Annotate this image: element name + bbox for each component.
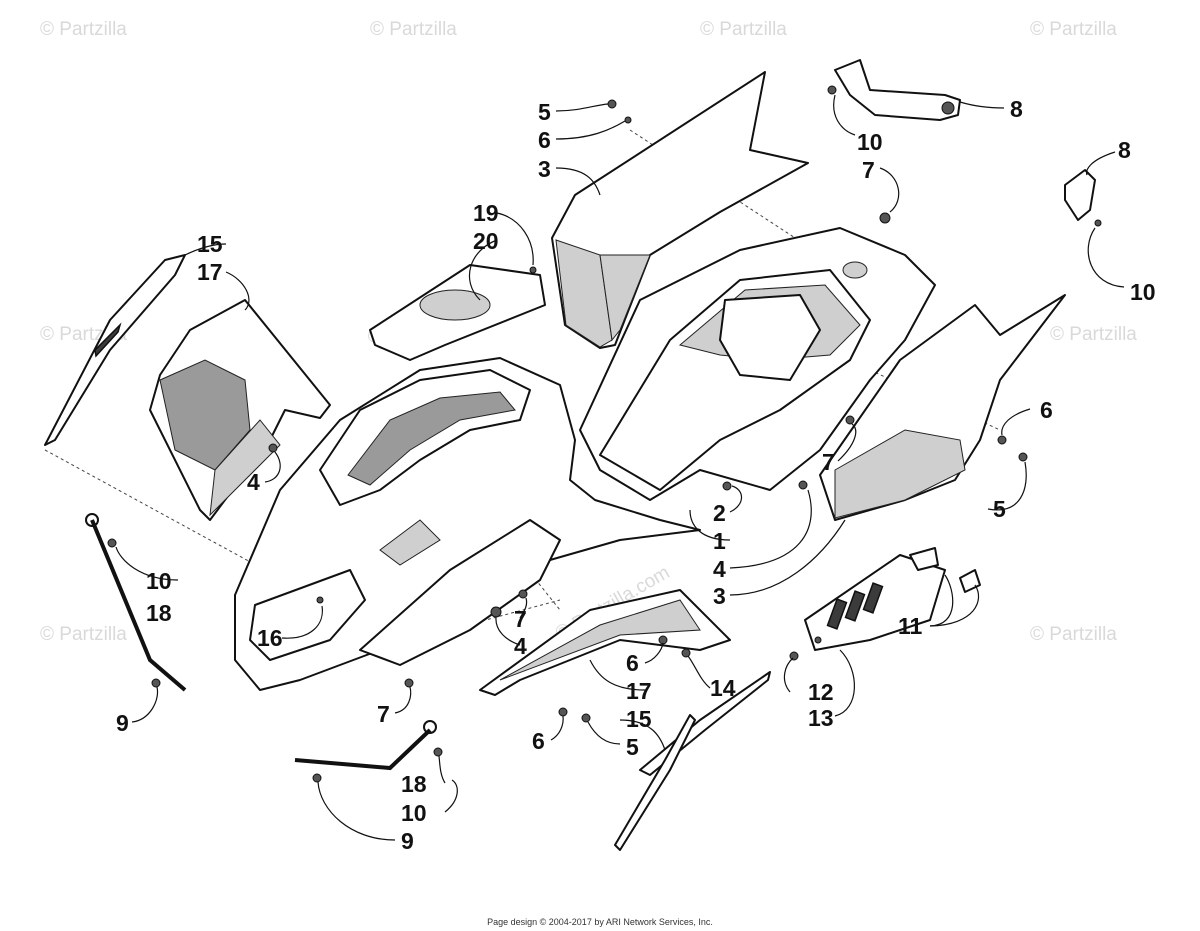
callout-label: 8 xyxy=(1010,96,1023,122)
callout-label: 7 xyxy=(377,701,390,727)
callout-label: 14 xyxy=(710,675,736,701)
callout-label: 19 xyxy=(473,200,499,226)
callout-label: 7 xyxy=(822,449,835,475)
rear-trim-strip xyxy=(614,671,771,851)
watermark: © Partzilla xyxy=(370,19,457,40)
callout-label: 13 xyxy=(808,705,834,731)
callout-label: 12 xyxy=(808,679,834,705)
callout-label: 5 xyxy=(626,734,639,760)
leader-lines xyxy=(115,94,1125,841)
watermark: © Partzilla xyxy=(40,19,127,40)
callout-label: 15 xyxy=(197,231,223,257)
watermark: © Partzilla xyxy=(1050,324,1137,345)
callout-label: 6 xyxy=(1040,397,1053,423)
callout-label: 7 xyxy=(514,606,527,632)
callout-label: 20 xyxy=(473,228,499,254)
callout-label: 5 xyxy=(538,99,551,125)
callout-label: 10 xyxy=(1130,279,1156,305)
callout-label: 4 xyxy=(247,469,260,495)
hardware-fasteners xyxy=(107,85,1102,783)
callout-label: 18 xyxy=(401,771,427,797)
copyright-footer: Page design © 2004-2017 by ARI Network S… xyxy=(487,917,713,927)
callout-label: 6 xyxy=(626,650,639,676)
callout-numbers: 5 6 3 8 10 7 8 10 19 20 15 17 4 6 7 5 2 … xyxy=(116,96,1156,854)
callout-label: 6 xyxy=(532,728,545,754)
callout-label: 18 xyxy=(146,600,172,626)
callout-label: 6 xyxy=(538,127,551,153)
watermark: © Partzilla xyxy=(700,19,787,40)
support-rods xyxy=(85,513,437,771)
front-hood-panel xyxy=(149,299,331,521)
front-body-nose xyxy=(234,357,701,691)
callout-label: 10 xyxy=(401,800,427,826)
callout-label: 3 xyxy=(538,156,551,182)
callout-label: 8 xyxy=(1118,137,1131,163)
callout-label: 17 xyxy=(626,678,652,704)
callout-label: 17 xyxy=(197,259,223,285)
front-fender-lower xyxy=(359,519,731,696)
watermark: © Partzilla xyxy=(40,624,127,645)
callout-label: 11 xyxy=(898,613,923,639)
callout-label: 9 xyxy=(401,828,414,854)
callout-label: 5 xyxy=(993,496,1006,522)
rear-side-fender xyxy=(819,294,1066,521)
callout-label: 7 xyxy=(862,157,875,183)
watermark: © Partzilla xyxy=(1030,19,1117,40)
callout-label: 10 xyxy=(146,568,172,594)
rear-storage-tub xyxy=(579,227,936,501)
watermark: © Partzilla xyxy=(1030,624,1117,645)
callout-label: 3 xyxy=(713,583,726,609)
callout-label: 2 xyxy=(713,500,726,526)
callout-label: 15 xyxy=(626,706,652,732)
callout-label: 1 xyxy=(713,528,726,554)
mounting-brackets xyxy=(834,59,1096,593)
callout-label: 9 xyxy=(116,710,129,736)
callout-label: 16 xyxy=(257,625,283,651)
front-trim-strip xyxy=(44,254,186,446)
callout-label: 10 xyxy=(857,129,883,155)
splash-guard-panel xyxy=(804,554,946,651)
rear-fender-panel xyxy=(551,71,809,349)
headlight-bracket-panel xyxy=(369,264,546,361)
callout-label: 4 xyxy=(514,633,527,659)
callout-label: 4 xyxy=(713,556,726,582)
